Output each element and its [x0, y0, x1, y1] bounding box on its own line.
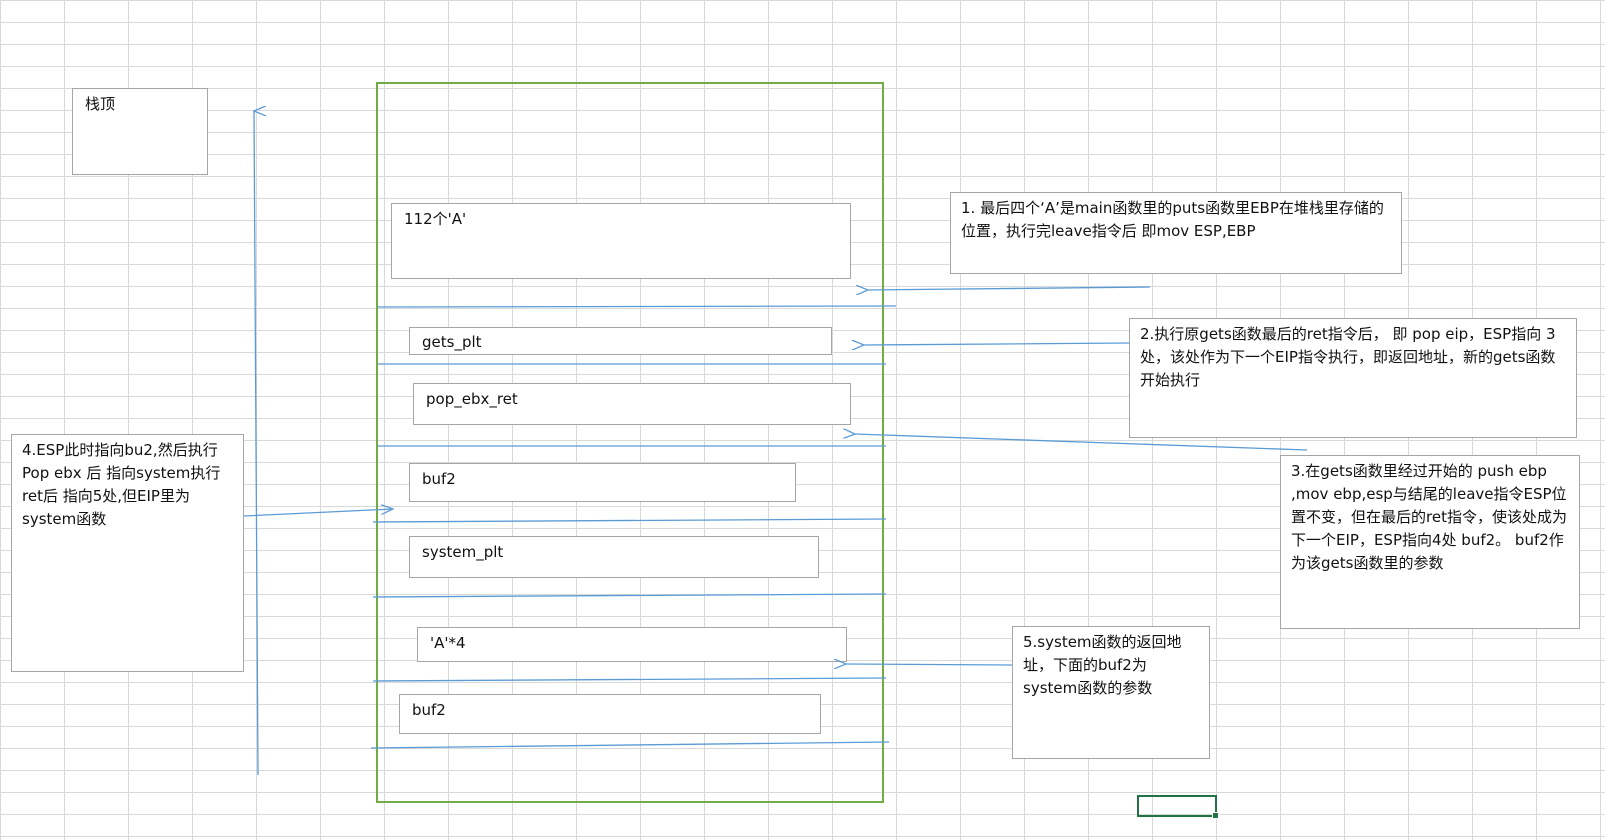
- stack-frame: [376, 82, 884, 803]
- arrow-note-3: [855, 434, 1308, 451]
- divider-line-7: [370, 741, 890, 749]
- divider-line-1: [377, 305, 897, 308]
- divider-line-5: [372, 593, 887, 598]
- note-1: 1. 最后四个‘A’是main函数里的puts函数里EBP在堆栈里存储的位置，执…: [950, 192, 1402, 274]
- note-2: 2.执行原gets函数最后的ret指令后， 即 pop eip，ESP指向 3处…: [1129, 318, 1577, 438]
- stack-growth-arrow: [254, 111, 258, 776]
- slot-buf2-first: buf2: [409, 463, 796, 502]
- note-3: 3.在gets函数里经过开始的 push ebp ,mov ebp,esp与结尾…: [1280, 455, 1580, 629]
- divider-line-4: [372, 518, 887, 523]
- slot-112-a: 112个'A': [391, 203, 851, 279]
- arrow-note-2: [864, 343, 1130, 345]
- slot-buf2-second: buf2: [399, 694, 821, 734]
- slot-a-times-4: 'A'*4: [417, 627, 847, 662]
- selected-cell[interactable]: [1137, 795, 1219, 819]
- arrow-note-1: [868, 287, 1151, 290]
- note-4: 4.ESP此时指向bu2,然后执行Pop ebx 后 指向system执行ret…: [11, 434, 244, 672]
- slot-gets-plt: gets_plt: [409, 327, 832, 355]
- fill-handle[interactable]: [1212, 812, 1219, 819]
- slot-system-plt: system_plt: [409, 536, 819, 578]
- divider-line-6: [372, 677, 887, 682]
- note-5: 5.system函数的返回地址，下面的buf2为system函数的参数: [1012, 626, 1210, 759]
- stack-top-label: 栈顶: [72, 88, 208, 175]
- arrow-note-5: [846, 664, 1013, 665]
- arrow-note-4: [243, 509, 393, 517]
- slot-pop-ebx-ret: pop_ebx_ret: [413, 383, 851, 425]
